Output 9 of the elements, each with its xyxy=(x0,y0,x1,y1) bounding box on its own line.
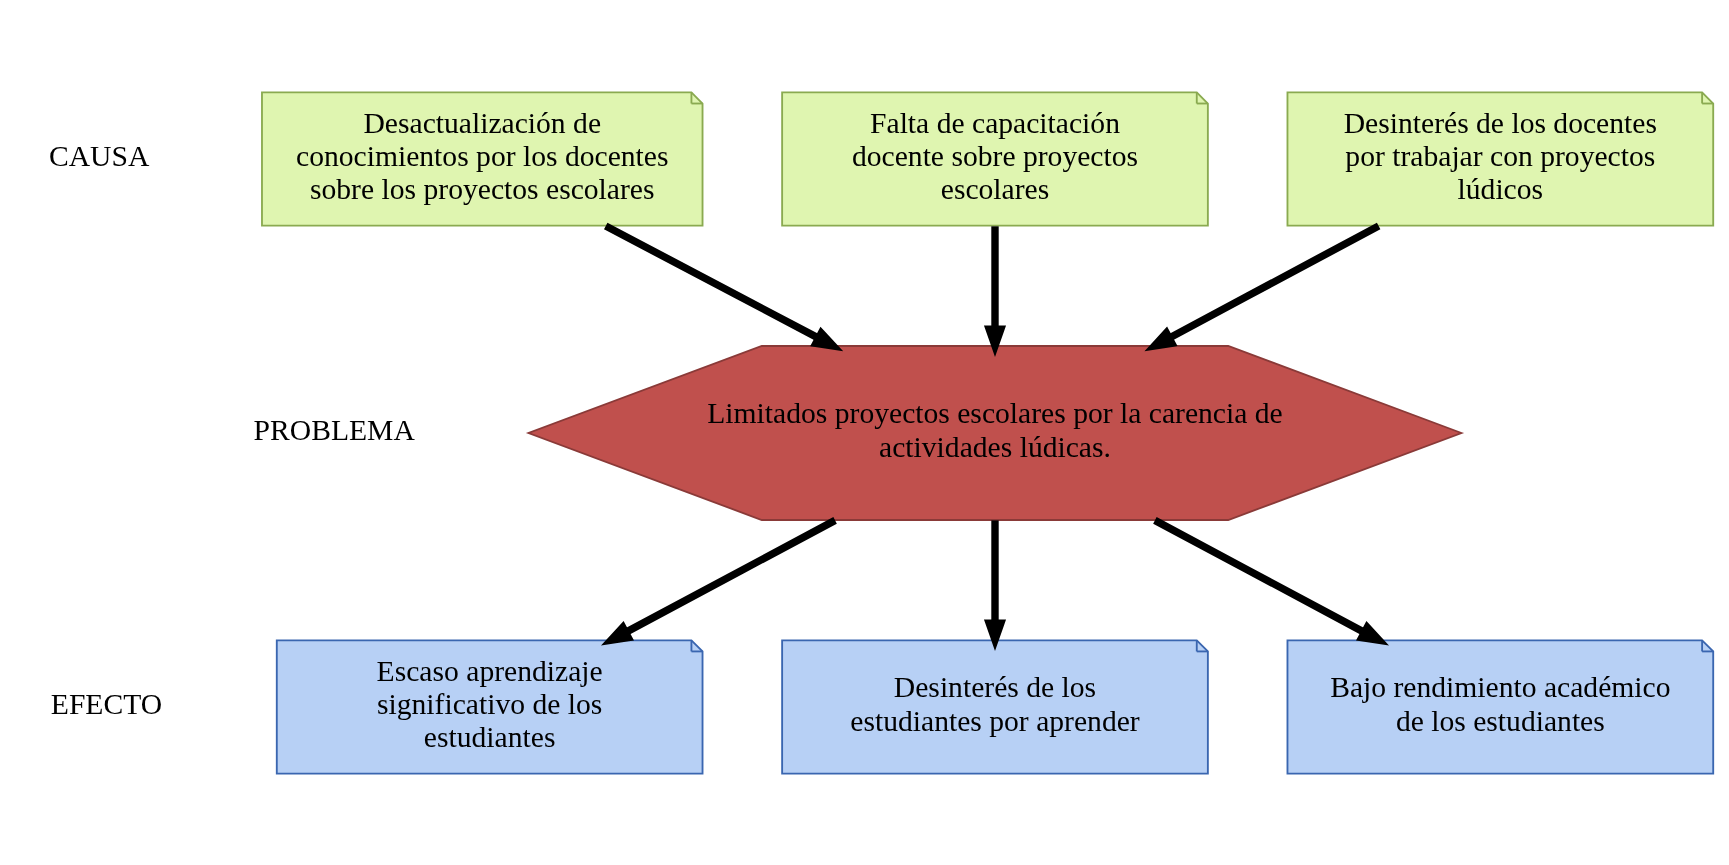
arrow xyxy=(604,222,844,351)
arrow xyxy=(1144,222,1381,351)
label: PROBLEMA xyxy=(253,413,415,446)
arrow xyxy=(601,516,837,646)
label: CAUSA xyxy=(48,139,150,172)
arrow xyxy=(983,225,1007,357)
arrow xyxy=(1153,516,1389,646)
arrow xyxy=(983,519,1007,651)
label: EFECTO xyxy=(50,687,163,720)
